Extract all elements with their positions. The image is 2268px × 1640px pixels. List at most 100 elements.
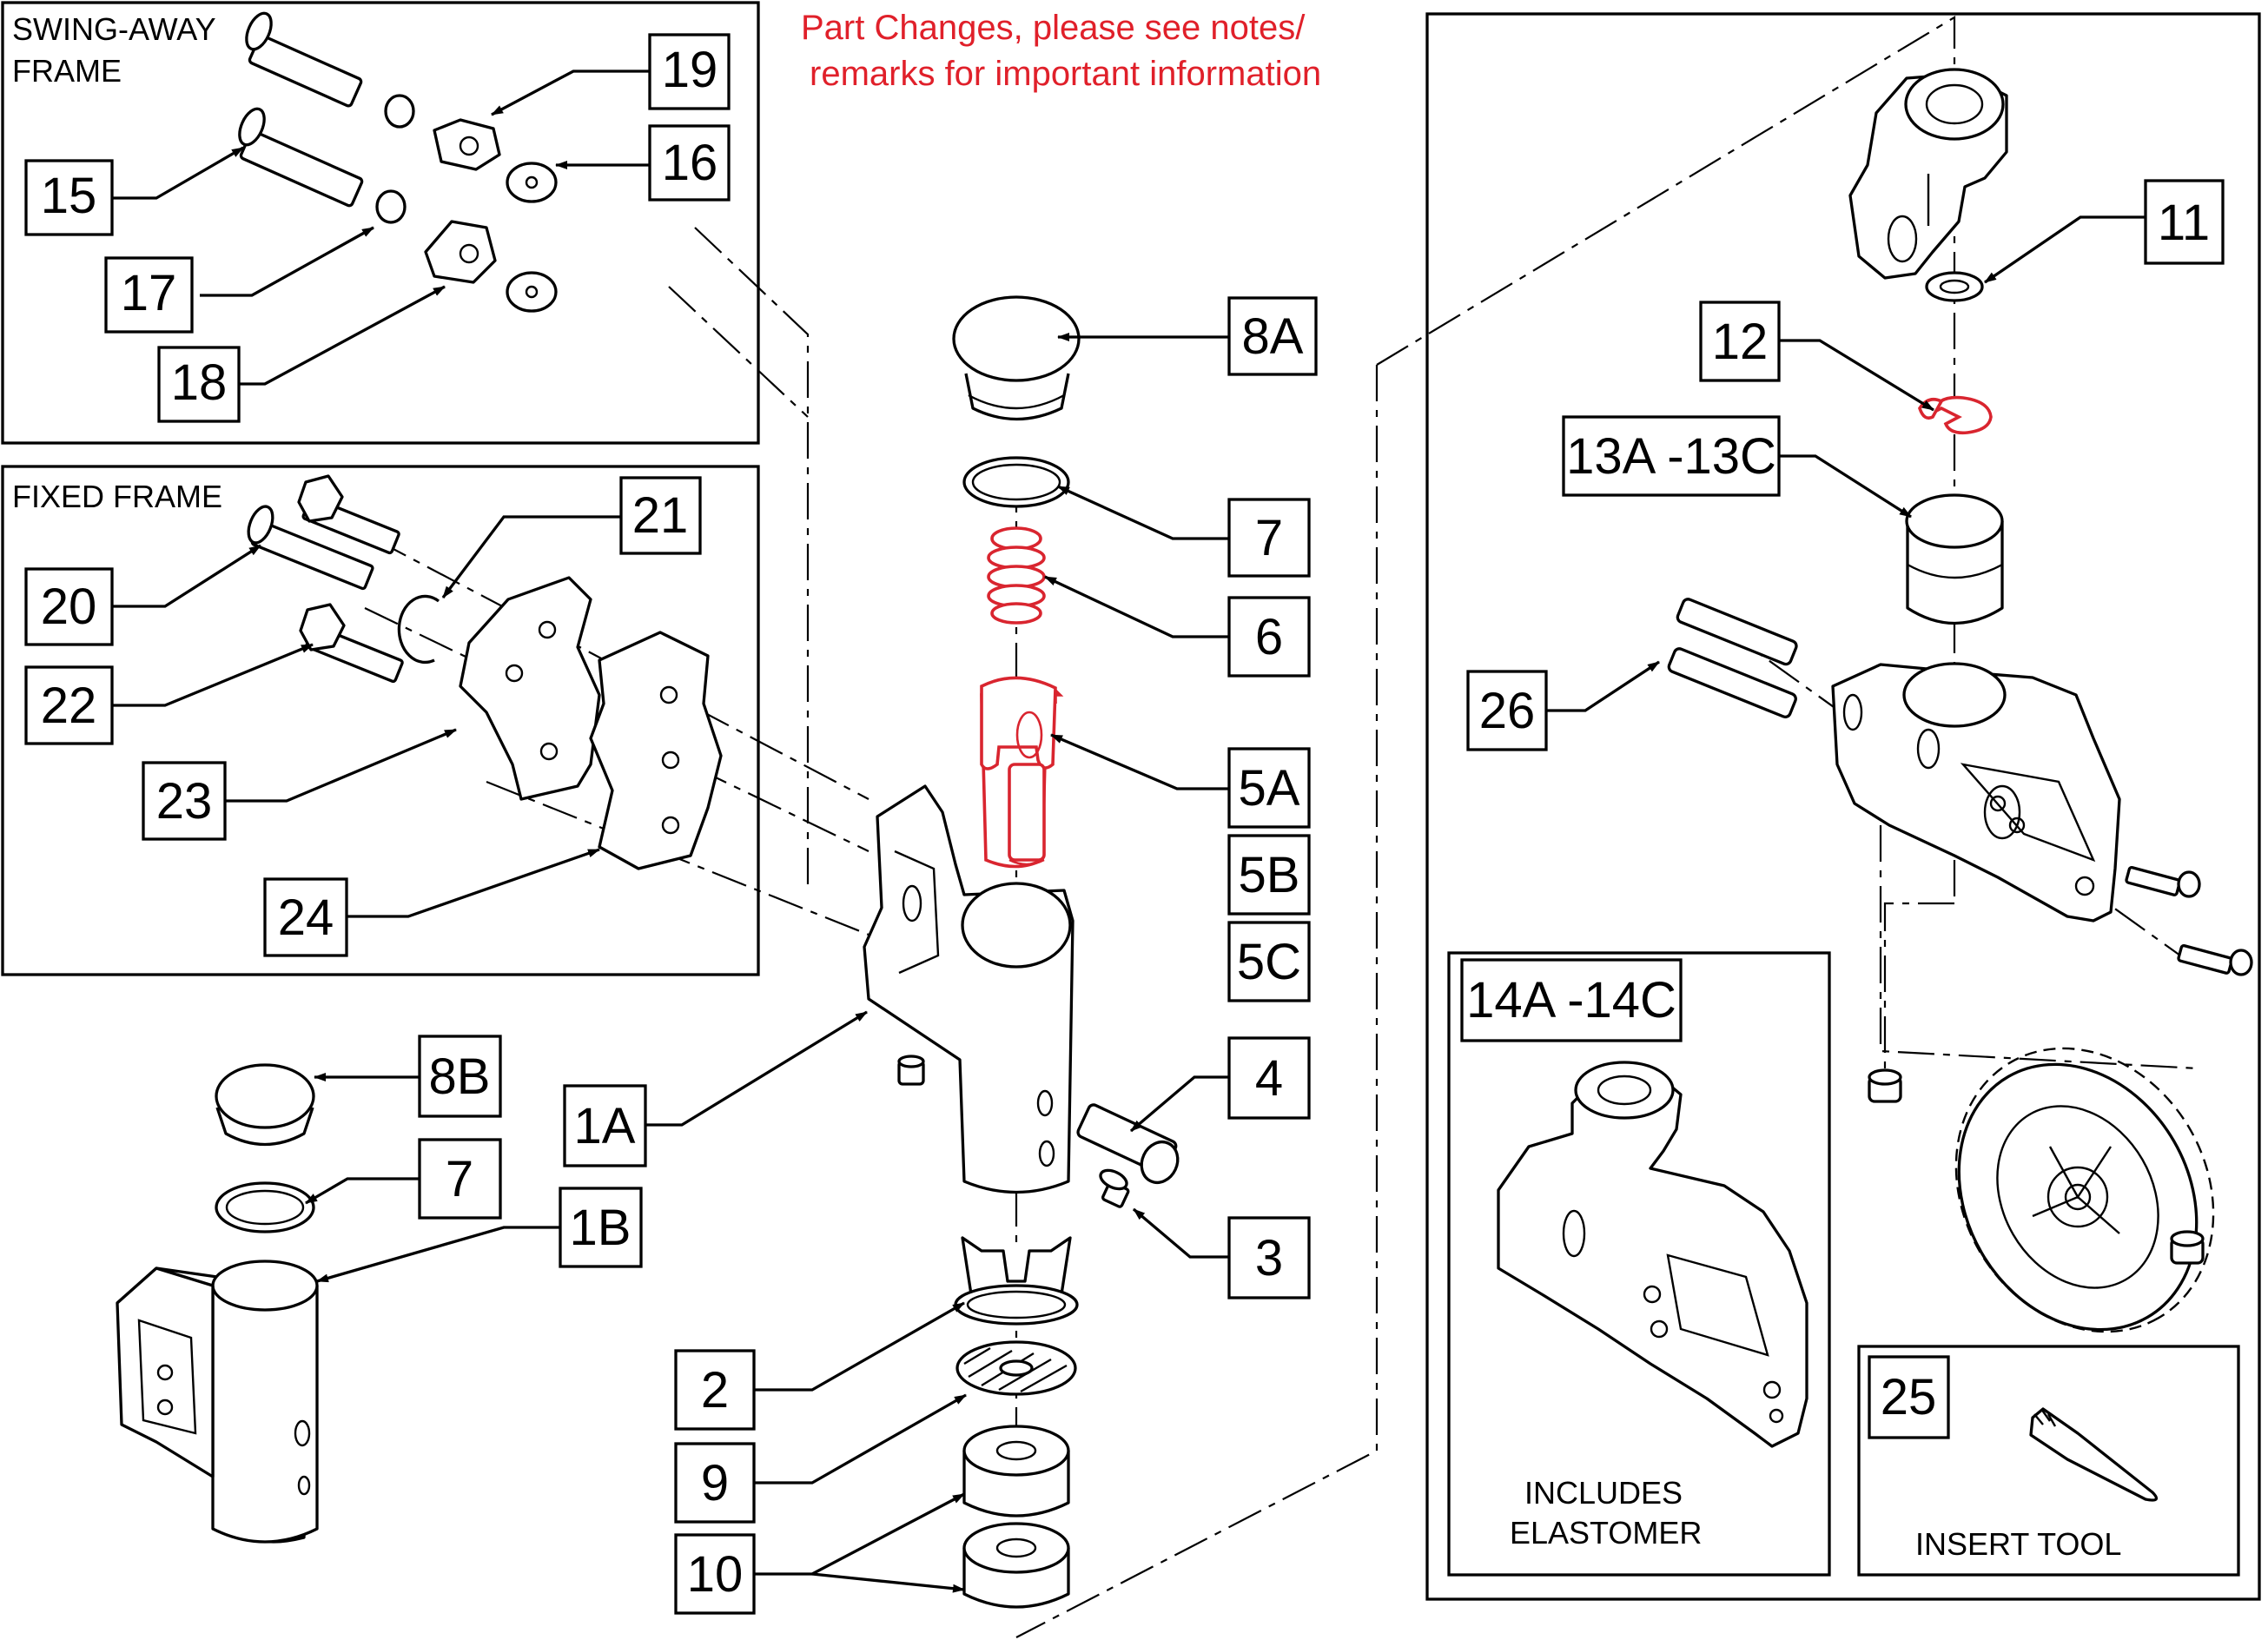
swing-away-caption-line1: SWING-AWAY xyxy=(12,11,216,47)
set-screw xyxy=(897,1055,925,1086)
fixed-frame-hex-bolt-22 xyxy=(299,603,404,684)
callout-7-upper: 7 xyxy=(1227,498,1311,578)
svg-text:8B: 8B xyxy=(429,1048,491,1105)
svg-text:8A: 8A xyxy=(1242,308,1304,365)
fixed-frame-bolt-20 xyxy=(247,505,374,591)
callout-3: 3 xyxy=(1227,1216,1311,1299)
svg-text:6: 6 xyxy=(1255,609,1283,665)
elastomer-fork-panel xyxy=(1447,951,1831,1577)
notice-line1: Part Changes, please see notes/ xyxy=(801,9,1306,47)
fixed-frame-caption: FIXED FRAME xyxy=(12,479,222,514)
pin-5a-highlighted xyxy=(980,676,1064,869)
svg-text:5C: 5C xyxy=(1237,934,1301,990)
elastomer-caption-line2: ELASTOMER xyxy=(1510,1515,1702,1551)
callout-1b: 1B xyxy=(559,1187,643,1268)
callout-5b: 5B xyxy=(1227,834,1311,916)
svg-text:18: 18 xyxy=(171,354,228,411)
svg-text:24: 24 xyxy=(278,889,334,946)
insert-tool-caption: INSERT TOOL xyxy=(1915,1526,2121,1562)
callout-5c: 5C xyxy=(1227,921,1311,1002)
callout-8a: 8A xyxy=(1227,296,1318,376)
svg-text:23: 23 xyxy=(156,773,213,830)
callout-15: 15 xyxy=(24,159,114,236)
fork-screws xyxy=(2125,866,2253,976)
svg-text:14A -14C: 14A -14C xyxy=(1466,972,1676,1028)
callout-24: 24 xyxy=(263,877,348,957)
svg-text:15: 15 xyxy=(41,168,97,224)
svg-text:13A -13C: 13A -13C xyxy=(1566,428,1776,485)
pins-26 xyxy=(1667,598,1798,718)
svg-text:26: 26 xyxy=(1479,683,1536,739)
swing-away-bushing-18 xyxy=(424,220,497,284)
wheel-spacers xyxy=(1868,1068,2205,1265)
callout-1a: 1A xyxy=(563,1084,647,1167)
o-ring-7-lower xyxy=(215,1181,315,1233)
fixed-frame-ring-21 xyxy=(397,594,440,665)
washer-9 xyxy=(955,1340,1077,1396)
callout-26: 26 xyxy=(1466,670,1548,751)
svg-text:2: 2 xyxy=(701,1362,729,1418)
callout-2: 2 xyxy=(674,1349,756,1431)
caster-fork xyxy=(1831,662,2121,922)
callout-9: 9 xyxy=(674,1442,756,1524)
swing-away-caption-line2: FRAME xyxy=(12,53,122,89)
callout-4: 4 xyxy=(1227,1036,1311,1120)
callout-23: 23 xyxy=(142,761,227,841)
svg-text:12: 12 xyxy=(1712,314,1769,370)
o-ring-7-upper xyxy=(962,456,1070,508)
svg-text:7: 7 xyxy=(1255,510,1283,566)
callout-8b: 8B xyxy=(418,1035,502,1118)
callout-16: 16 xyxy=(648,124,731,202)
axle-pin-4 xyxy=(1036,1089,1180,1184)
notice-line2: remarks for important information xyxy=(810,55,1321,93)
bracket-2 xyxy=(954,1236,1079,1326)
washer-11 xyxy=(1925,271,1984,302)
fixed-frame-panel xyxy=(1,465,760,976)
swing-away-washer-16 xyxy=(506,162,558,203)
cap-8a xyxy=(952,295,1081,421)
callout-22: 22 xyxy=(24,665,114,745)
svg-text:11: 11 xyxy=(2158,195,2210,251)
bearing-10-lower xyxy=(962,1522,1070,1609)
fixed-frame-hex-bolt-upper xyxy=(297,474,400,555)
swing-away-bolt-upper xyxy=(245,11,415,129)
clip-12-highlighted xyxy=(1918,395,1993,435)
svg-text:1A: 1A xyxy=(574,1098,636,1154)
fork-14 xyxy=(1497,1061,1808,1448)
svg-text:16: 16 xyxy=(662,135,718,191)
svg-text:19: 19 xyxy=(662,42,718,98)
insert-tool-panel xyxy=(1857,1345,2240,1577)
callout-5a: 5A xyxy=(1227,747,1311,829)
elastomer-caption-line1: INCLUDES xyxy=(1524,1475,1683,1511)
caster-wheel xyxy=(1954,1047,2215,1333)
svg-text:4: 4 xyxy=(1255,1050,1283,1107)
svg-text:10: 10 xyxy=(687,1546,744,1603)
spring-6-highlighted xyxy=(987,526,1046,625)
callout-12: 12 xyxy=(1699,301,1781,382)
callout-17: 17 xyxy=(104,256,194,334)
callout-14: 14A -14C xyxy=(1460,958,1683,1042)
caster-housing-1b xyxy=(116,1260,319,1544)
caster-housing-1a xyxy=(863,784,1074,1194)
callout-19: 19 xyxy=(648,33,731,110)
insert-tool-25 xyxy=(2029,1407,2159,1502)
svg-text:1B: 1B xyxy=(570,1200,631,1256)
svg-text:7: 7 xyxy=(446,1151,473,1207)
bearing-10-upper xyxy=(962,1425,1070,1518)
swing-away-frame-panel xyxy=(1,1,760,445)
svg-text:20: 20 xyxy=(41,579,97,635)
svg-text:5B: 5B xyxy=(1239,847,1300,903)
svg-text:5A: 5A xyxy=(1239,760,1300,817)
callout-20: 20 xyxy=(24,567,114,646)
swing-away-washer-lower xyxy=(506,271,558,313)
callout-7-lower: 7 xyxy=(418,1138,502,1220)
callout-13: 13A -13C xyxy=(1562,415,1781,497)
callout-10: 10 xyxy=(674,1533,756,1615)
svg-text:3: 3 xyxy=(1255,1230,1283,1286)
svg-text:17: 17 xyxy=(121,265,177,321)
svg-text:9: 9 xyxy=(701,1455,729,1511)
svg-text:21: 21 xyxy=(632,487,689,544)
callout-25: 25 xyxy=(1868,1355,1950,1439)
swing-away-bolt-lower xyxy=(238,107,407,224)
